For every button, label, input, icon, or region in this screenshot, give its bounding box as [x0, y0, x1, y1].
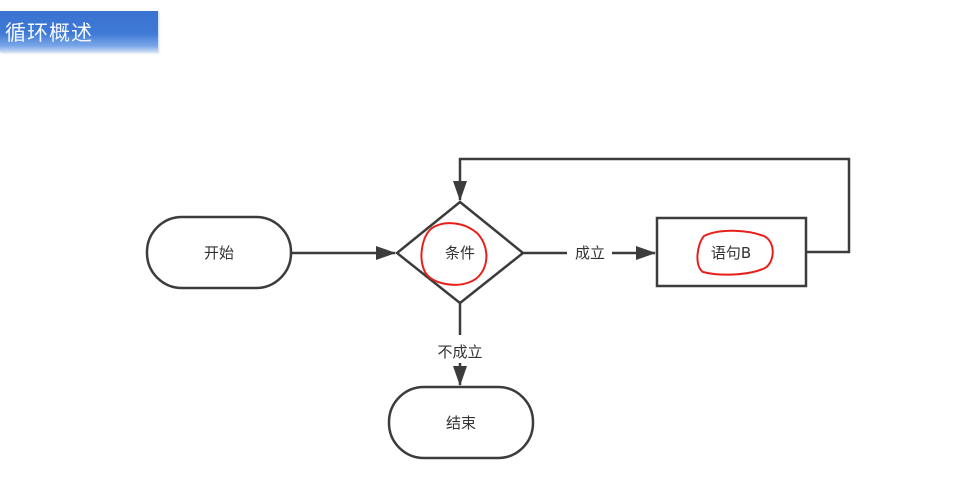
start-node-label: 开始 — [204, 244, 234, 262]
edge-true-label: 成立 — [575, 244, 605, 262]
title-banner: 循环概述 — [0, 11, 158, 52]
statement-annotation-circle — [696, 229, 774, 276]
page-title: 循环概述 — [5, 21, 93, 45]
condition-annotation-circle — [420, 222, 488, 286]
end-node-shape — [387, 385, 535, 460]
statement-node-label: 语句B — [711, 244, 751, 262]
condition-node: 条件 — [395, 200, 525, 305]
edge-loop-back — [453, 157, 851, 254]
statement-node: 语句B — [655, 216, 808, 288]
end-node-label: 结束 — [446, 414, 476, 432]
condition-node-label: 条件 — [445, 244, 475, 262]
end-node: 结束 — [387, 385, 535, 460]
edge-false-label: 不成立 — [437, 343, 482, 361]
start-node: 开始 — [145, 215, 293, 290]
